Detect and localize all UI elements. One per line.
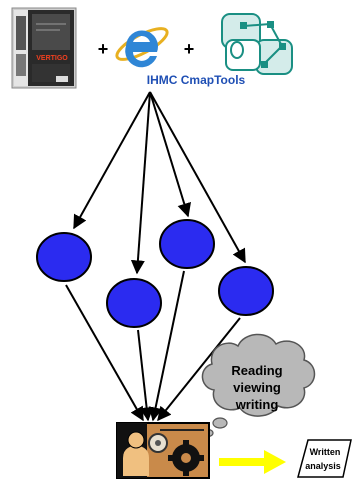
tool-arrows <box>73 91 246 275</box>
cmaptools-label: IHMC CmapTools <box>147 73 246 87</box>
cmaptools-icon <box>221 13 293 75</box>
output-arrow <box>219 450 286 474</box>
student-figure-icon <box>116 422 210 479</box>
student-node-2 <box>106 278 162 328</box>
student-node-3 <box>159 219 215 269</box>
cloud-line-3: writing <box>235 397 279 412</box>
thought-cloud: Reading viewing writing <box>201 333 316 438</box>
student-node-4 <box>218 266 274 316</box>
plus-sign-1: + <box>98 39 109 59</box>
cloud-line-2: viewing <box>233 380 281 395</box>
written-analysis-note: Written analysis <box>297 439 352 478</box>
dvd-cover-icon: VERTIGO <box>11 7 77 89</box>
plus-sign-2: + <box>184 39 195 59</box>
output-line-2: analysis <box>305 461 341 471</box>
converging-arrows <box>65 270 241 422</box>
student-nodes <box>36 219 274 328</box>
dvd-caption: VERTIGO <box>36 55 68 62</box>
output-line-1: Written <box>310 447 341 457</box>
gear-icon <box>168 440 204 476</box>
student-node-1 <box>36 232 92 282</box>
cloud-line-1: Reading <box>231 363 282 378</box>
internet-explorer-icon <box>115 27 169 68</box>
